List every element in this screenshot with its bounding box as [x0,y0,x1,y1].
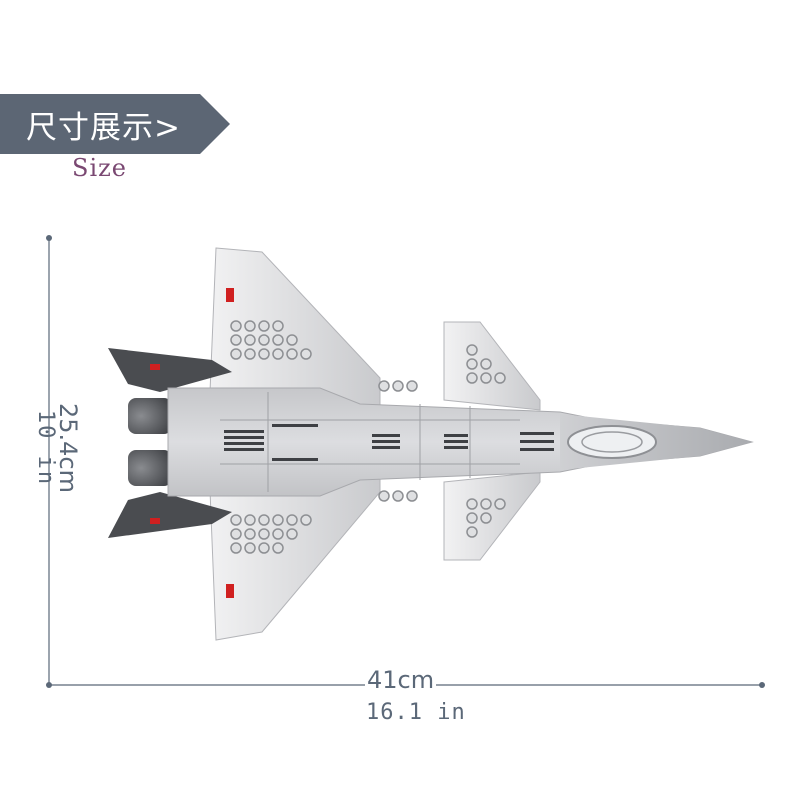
canard-bottom [443,471,541,561]
tail-fin-bottom [108,492,232,538]
engine-nozzle-top [128,398,172,434]
lego-studs [230,320,506,554]
banner-title: 尺寸展示> [26,110,181,146]
horizontal-line-end-dot [759,682,765,688]
banner-arrow-shape [0,94,230,154]
cockpit-canopy [567,425,657,459]
panel-lines [220,392,520,492]
width-in: 16.1 in [366,700,466,725]
width-cm: 41cm [365,666,437,694]
size-subtitle: Size [72,154,127,182]
vent-grilles [224,424,554,461]
canard-top [443,321,541,411]
tail-fin-top [108,348,232,392]
size-banner: 尺寸展示> [0,94,230,154]
roundel-insignia [150,288,234,598]
vertical-line-top-dot [46,235,52,241]
engine-nozzle-bottom [128,450,172,486]
